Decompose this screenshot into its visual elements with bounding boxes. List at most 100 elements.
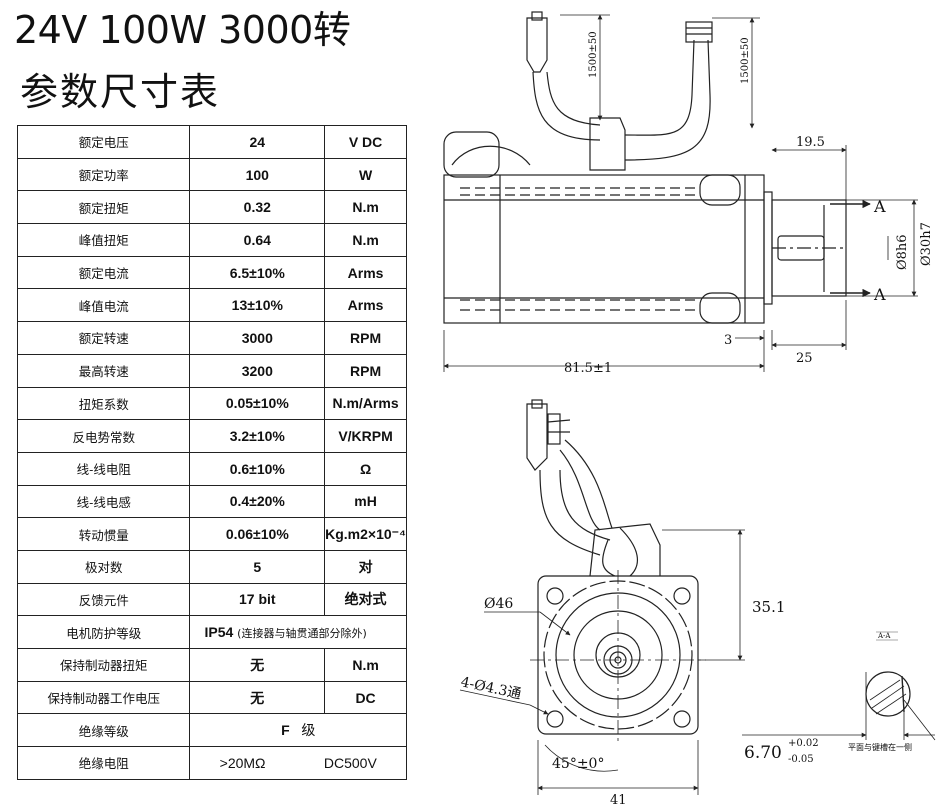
row-name: 额定电压 — [16, 125, 191, 159]
row-value: 0.64 — [189, 223, 326, 257]
row-name: 保持制动器扭矩 — [16, 648, 191, 682]
row-unit: N.m — [324, 223, 407, 257]
title-line-2: 参数尺寸表 — [20, 70, 221, 114]
row-name: 保持制动器工作电压 — [16, 680, 191, 715]
dim-shaft-len: 19.5 — [796, 135, 825, 150]
row-name: 峰值电流 — [16, 288, 191, 323]
protection-value: IP54 — [204, 623, 234, 640]
table-row-insulation-resistance: 绝缘电阻 >20MΩ DC500V — [16, 746, 407, 780]
row-unit: V/KRPM — [324, 419, 407, 453]
dim-flat-tol-lower: -0.05 — [788, 754, 814, 765]
spigot — [763, 191, 773, 305]
dim-angle: 45°±0° — [552, 756, 604, 772]
row-value: 无 — [189, 648, 326, 682]
insulation-resistance-unit: DC500V — [323, 754, 377, 771]
row-unit: RPM — [324, 353, 407, 388]
dim-pcd: Ø46 — [484, 596, 513, 612]
table-row-insulation-class: 绝缘等级 F 级 — [16, 713, 407, 748]
row-value: 3.2±10% — [189, 419, 326, 453]
mount-hole — [673, 710, 691, 728]
row-value: 5 — [189, 549, 326, 584]
row-unit: N.m/Arms — [324, 386, 407, 421]
row-name: 绝缘电阻 — [16, 746, 191, 780]
encoder-connector-front — [526, 403, 548, 471]
table-row-brake-torque: 保持制动器扭矩 无 N.m — [16, 648, 407, 682]
mount-hole — [546, 710, 564, 728]
motor-body — [443, 174, 765, 324]
mount-hole — [546, 587, 564, 605]
dimension-labels: 1500±50 1500±50 19.5 A A Ø8h6 Ø30h7 3 25… — [459, 31, 934, 808]
dim-flat: 6.70 — [744, 743, 782, 763]
table-row-protection: 电机防护等级 IP54 (连接器与轴贯通部分除外) — [16, 615, 407, 649]
row-name: 峰值扭矩 — [16, 223, 191, 257]
row-name: 扭矩系数 — [16, 386, 191, 421]
dim-holes: 4-Ø4.3通 — [459, 674, 522, 702]
insulation-resistance-cell: >20MΩ DC500V — [189, 746, 407, 780]
row-unit: 绝对式 — [324, 582, 407, 617]
mount-hole — [673, 587, 691, 605]
row-value: 0.32 — [189, 190, 326, 225]
dim-square: 41 — [610, 793, 627, 808]
row-name: 电机防护等级 — [16, 615, 191, 649]
row-unit: 对 — [324, 549, 407, 584]
row-value: 0.06±10% — [189, 517, 326, 551]
row-unit: Kg.m2×10⁻⁴ — [324, 517, 407, 551]
dim-shaft-dia: Ø8h6 — [895, 234, 910, 270]
row-unit: N.m — [324, 190, 407, 225]
dim-spigot-dia: Ø30h7 — [919, 222, 934, 266]
row-value: 6.5±10% — [189, 255, 326, 290]
dim-spigot-len: 3 — [724, 333, 732, 348]
section-label-mark — [876, 631, 898, 641]
protection-note: (连接器与轴贯通部分除外) — [237, 626, 367, 640]
title-line-1: 24V 100W 3000转 — [14, 8, 351, 52]
row-unit: DC — [324, 680, 407, 715]
front-view — [459, 399, 745, 795]
row-unit: W — [324, 157, 407, 192]
spec-table-extra: 电机防护等级 IP54 (连接器与轴贯通部分除外) 保持制动器扭矩 无 N.m … — [16, 615, 407, 780]
row-name: 线-线电阻 — [16, 451, 191, 486]
encoder-connector — [526, 17, 548, 73]
section-mark-top: A — [873, 197, 886, 216]
row-name: 额定电流 — [16, 255, 191, 290]
row-name: 极对数 — [16, 549, 191, 584]
dim-flat-tol-upper: +0.02 — [788, 738, 819, 749]
row-name: 额定扭矩 — [16, 190, 191, 225]
row-name: 额定转速 — [16, 321, 191, 355]
row-value: 3000 — [189, 321, 326, 355]
protection-cell: IP54 (连接器与轴贯通部分除外) — [189, 615, 407, 649]
cable-len-2: 1500±50 — [740, 37, 751, 84]
section-label: A-A — [877, 632, 891, 640]
row-value: 0.4±20% — [189, 484, 326, 519]
row-value: 0.05±10% — [189, 386, 326, 421]
row-unit: Arms — [324, 255, 407, 290]
cable-len-1: 1500±50 — [588, 31, 599, 78]
cable-gland — [589, 117, 626, 171]
row-name: 反电势常数 — [16, 419, 191, 453]
dim-shaft-total: 25 — [796, 351, 813, 366]
row-name: 线-线电感 — [16, 484, 191, 519]
dim-body-len: 81.5±1 — [564, 361, 612, 376]
insulation-resistance-value: >20MΩ — [219, 754, 266, 771]
row-value: 17 bit — [189, 582, 326, 617]
section-mark-bottom: A — [873, 285, 886, 304]
insulation-class-unit: 级 — [301, 722, 316, 739]
dim-height: 35.1 — [752, 598, 785, 616]
row-unit: V DC — [324, 125, 407, 159]
row-name: 额定功率 — [16, 157, 191, 192]
